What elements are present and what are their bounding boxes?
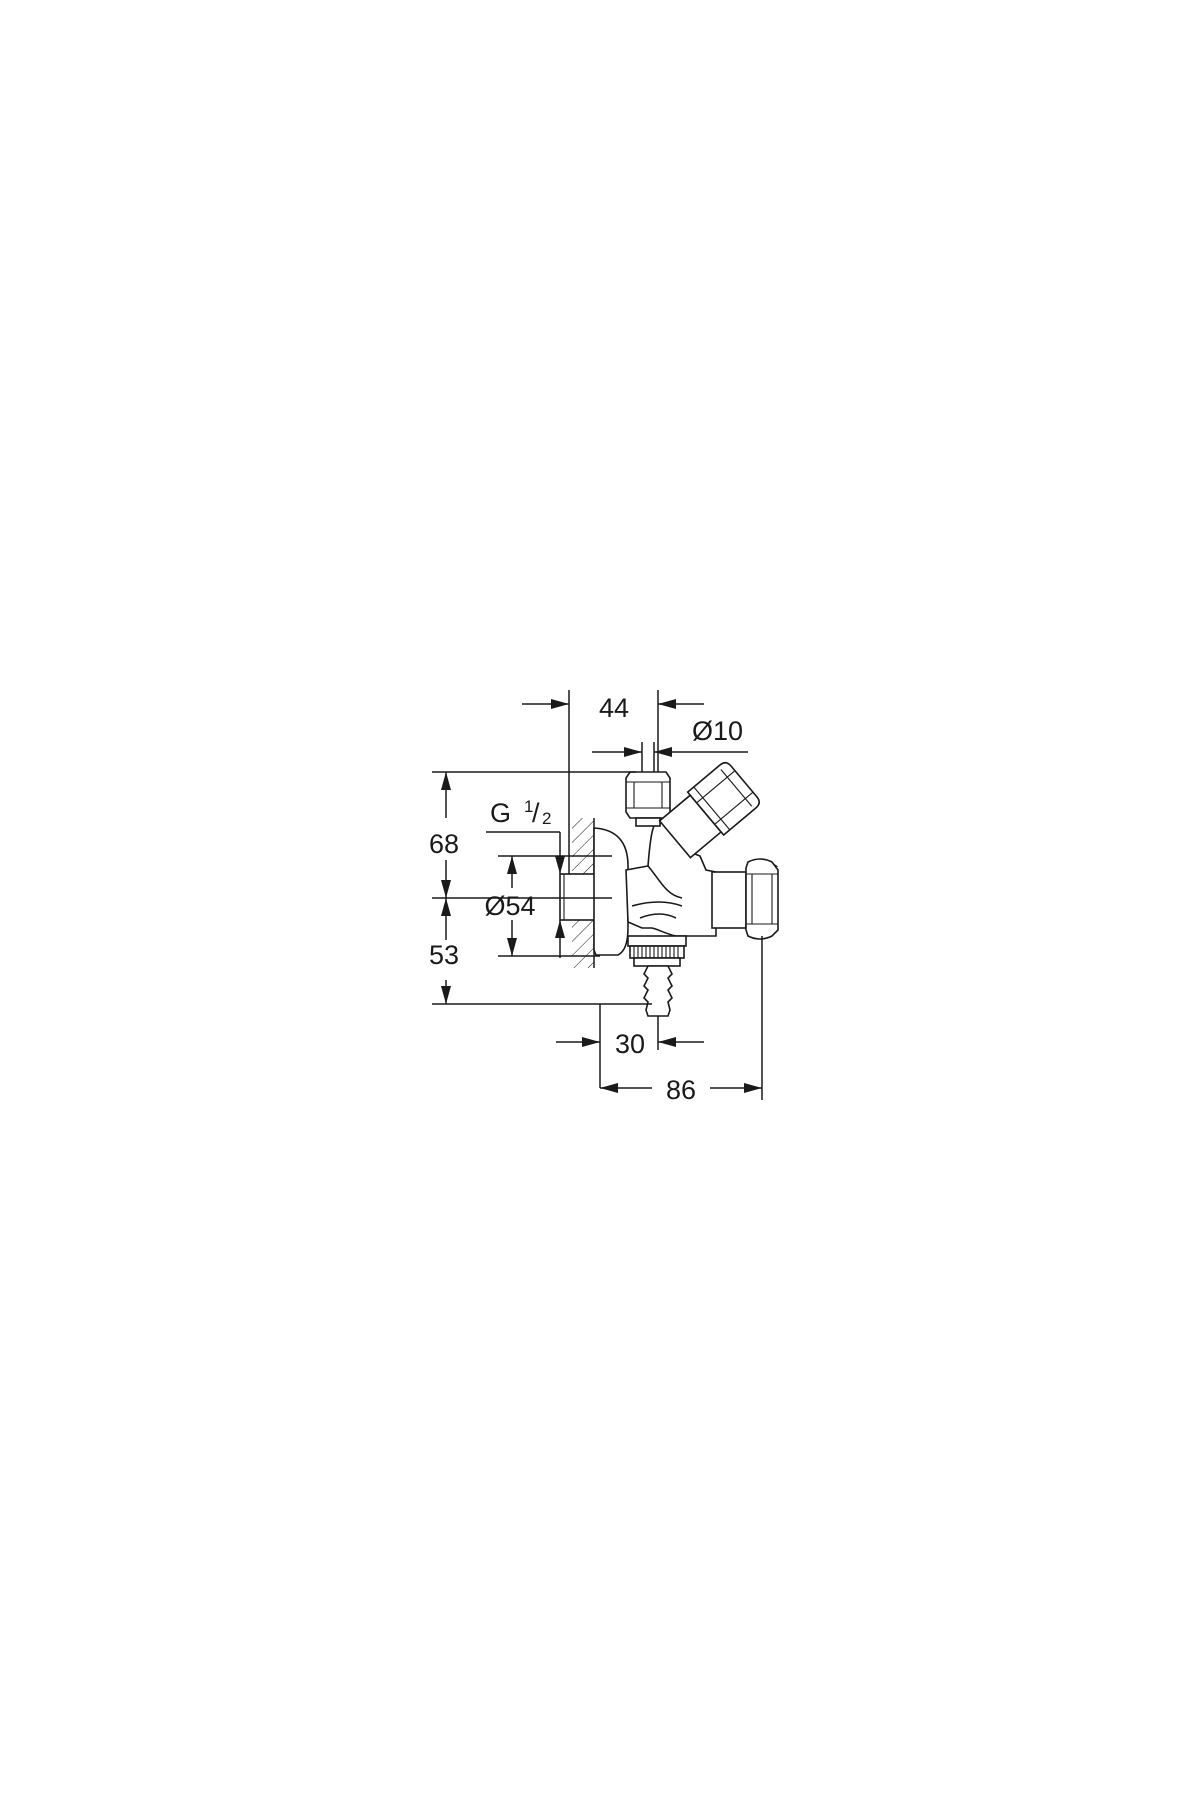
dim-thread-label: G (490, 798, 511, 828)
dim-height-lower-label: 53 (429, 940, 459, 970)
valve-body (559, 813, 717, 956)
dim-flange-diameter: Ø54 (478, 855, 612, 957)
hose-nozzle (643, 965, 673, 1017)
angled-handle (658, 762, 760, 859)
dim-pipe-diameter-label: Ø10 (692, 716, 743, 746)
top-connection-nut (625, 771, 671, 827)
side-handle (711, 858, 779, 940)
wall-flange (593, 827, 629, 956)
dim-top-width-label: 44 (599, 693, 629, 723)
dim-total-depth: 86 (600, 936, 763, 1105)
dim-outlet-offset-label: 30 (615, 1029, 645, 1059)
dim-outlet-offset: 30 (556, 1004, 704, 1088)
dim-pipe-diameter: Ø10 (592, 716, 748, 772)
dim-thread-denominator: 2 (542, 809, 551, 828)
dim-thread-slash: / (532, 798, 540, 828)
dim-height-upper-label: 68 (429, 829, 459, 859)
dim-total-depth-label: 86 (666, 1075, 696, 1105)
dim-thread-numerator: 1 (524, 797, 533, 816)
dim-top-width: 44 (522, 690, 704, 874)
dim-flange-diameter-label: Ø54 (484, 891, 535, 921)
dim-heights: 68 53 (429, 771, 652, 1005)
coupling-ring (627, 935, 687, 967)
dim-thread: G 1 / 2 (486, 797, 565, 958)
